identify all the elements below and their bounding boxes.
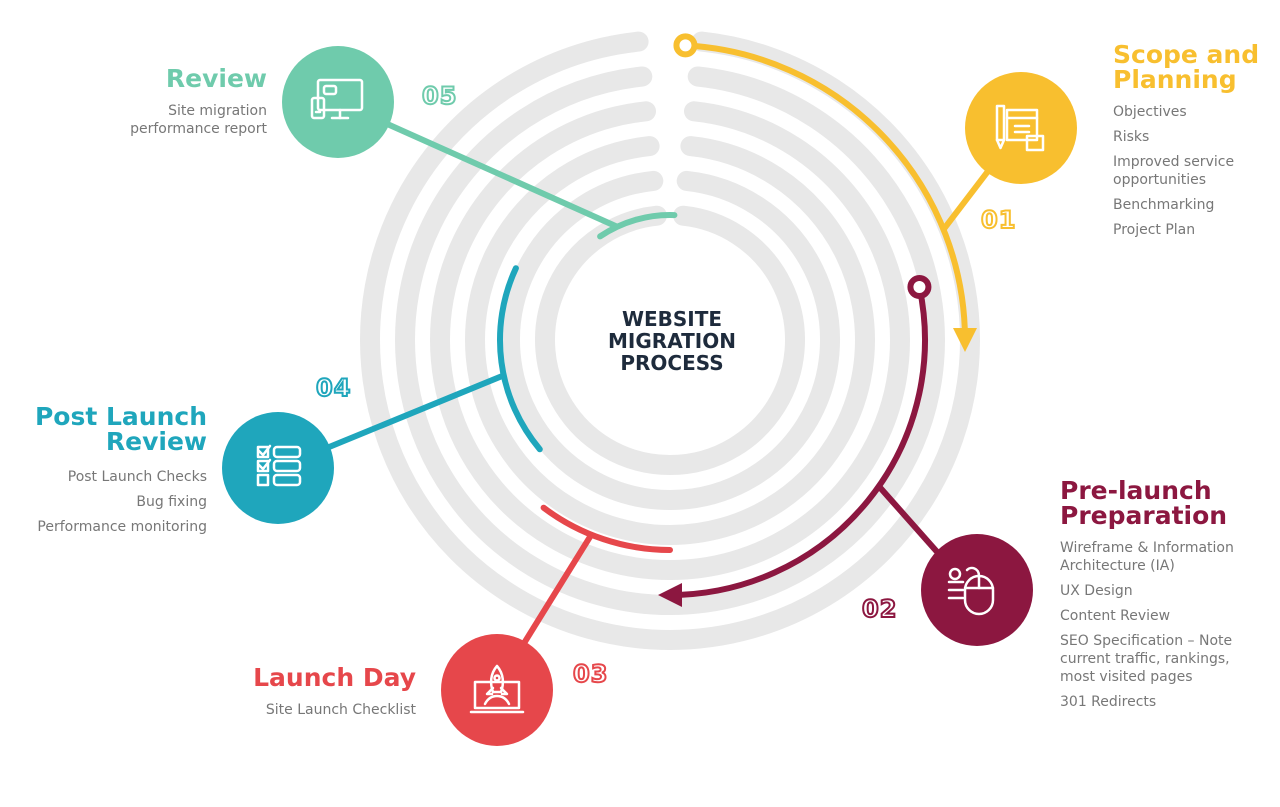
step-5-number: 05	[421, 82, 458, 110]
step-1-title-line-1: Scope and	[1113, 40, 1260, 69]
mouse-gears-icon	[947, 566, 995, 616]
step-4-title-line-2: Review	[105, 427, 207, 456]
design-tools-icon	[995, 104, 1045, 152]
step-4-node-circle	[222, 412, 334, 524]
background-ring-6	[535, 205, 805, 476]
process-arcs	[497, 33, 977, 607]
step-2-item-3: Content Review	[1060, 608, 1171, 624]
step-3-arc	[540, 504, 673, 553]
step-4-title-line-1: Post Launch	[34, 402, 207, 431]
step-4-node	[222, 412, 334, 524]
background-rings	[360, 31, 980, 650]
step-2-item-5: 301 Redirects	[1060, 694, 1157, 710]
center-title-line-2: MIGRATION	[608, 329, 736, 353]
step-2-node-circle	[921, 534, 1033, 646]
background-ring-3	[430, 101, 910, 580]
monitor-devices-icon	[310, 78, 364, 120]
center-title: WEBSITE MIGRATION PROCESS	[572, 308, 772, 374]
step-1-title: Scope and Planning	[1113, 42, 1259, 92]
step-2-node	[921, 534, 1033, 646]
step-2-item-1: Wireframe & Information Architecture (IA…	[1060, 540, 1234, 574]
step-5-items: Site migration performance report	[117, 102, 267, 145]
step-2-items: Wireframe & Information Architecture (IA…	[1060, 539, 1265, 718]
center-title-line-1: WEBSITE	[621, 307, 723, 331]
step-4-items: Post Launch Checks Bug fixing Performanc…	[7, 468, 207, 543]
step-1-item-5: Project Plan	[1113, 222, 1196, 238]
step-3-number: 03	[572, 660, 609, 688]
step-4-number: 04	[315, 374, 352, 402]
rocket-laptop-icon	[469, 664, 525, 714]
step-1-item-1: Objectives	[1113, 104, 1187, 120]
step-1-node	[965, 72, 1077, 184]
step-1-items: Objectives Risks Improved service opport…	[1113, 103, 1273, 246]
step-3-title: Launch Day	[216, 665, 416, 690]
step-1-node-circle	[965, 72, 1077, 184]
step-1-item-4: Benchmarking	[1113, 197, 1215, 213]
step-1-item-3: Improved service opportunities	[1113, 154, 1235, 188]
step-4-item-2: Bug fixing	[136, 494, 207, 510]
step-2-item-4: SEO Specification – Note current traffic…	[1060, 633, 1233, 685]
step-1-number: 01	[980, 206, 1017, 234]
step-3-items: Site Launch Checklist	[216, 701, 416, 726]
step-2-title-line-1: Pre-launch	[1060, 476, 1212, 505]
step-3-item-1: Site Launch Checklist	[265, 702, 416, 718]
step-2-arc-start-dot	[907, 274, 932, 299]
step-4-item-1: Post Launch Checks	[67, 469, 207, 485]
step-2-number: 02	[861, 595, 898, 623]
step-1-title-line-2: Planning	[1113, 65, 1237, 94]
step-2-arc	[658, 284, 928, 607]
step-nodes	[222, 46, 1077, 746]
step-2-title: Pre-launch Preparation	[1060, 478, 1227, 528]
step-5-item-1: Site migration performance report	[130, 103, 267, 137]
step-5-title: Review	[67, 66, 267, 91]
background-ring-1	[360, 31, 980, 650]
step-5-node-circle	[282, 46, 394, 158]
step-5-title-line-1: Review	[165, 64, 267, 93]
checklist-icon	[256, 444, 302, 487]
step-1-arc	[682, 42, 977, 352]
step-2-item-2: UX Design	[1060, 583, 1133, 599]
step-1-item-2: Risks	[1113, 129, 1150, 145]
step-4-item-3: Performance monitoring	[37, 519, 207, 535]
step-4-arc	[497, 265, 543, 453]
step-3-title-line-1: Launch Day	[253, 663, 416, 692]
step-4-title: Post Launch Review	[7, 404, 207, 454]
step-3-node	[441, 634, 553, 746]
step-5-node	[282, 46, 394, 158]
step-5-arc	[597, 212, 678, 240]
center-title-line-3: PROCESS	[620, 351, 724, 375]
step-1-arc-start-dot	[673, 33, 698, 58]
background-ring-4	[465, 136, 875, 546]
step-3-node-circle	[441, 634, 553, 746]
background-ring-5	[500, 170, 840, 510]
step-2-title-line-2: Preparation	[1060, 501, 1228, 530]
